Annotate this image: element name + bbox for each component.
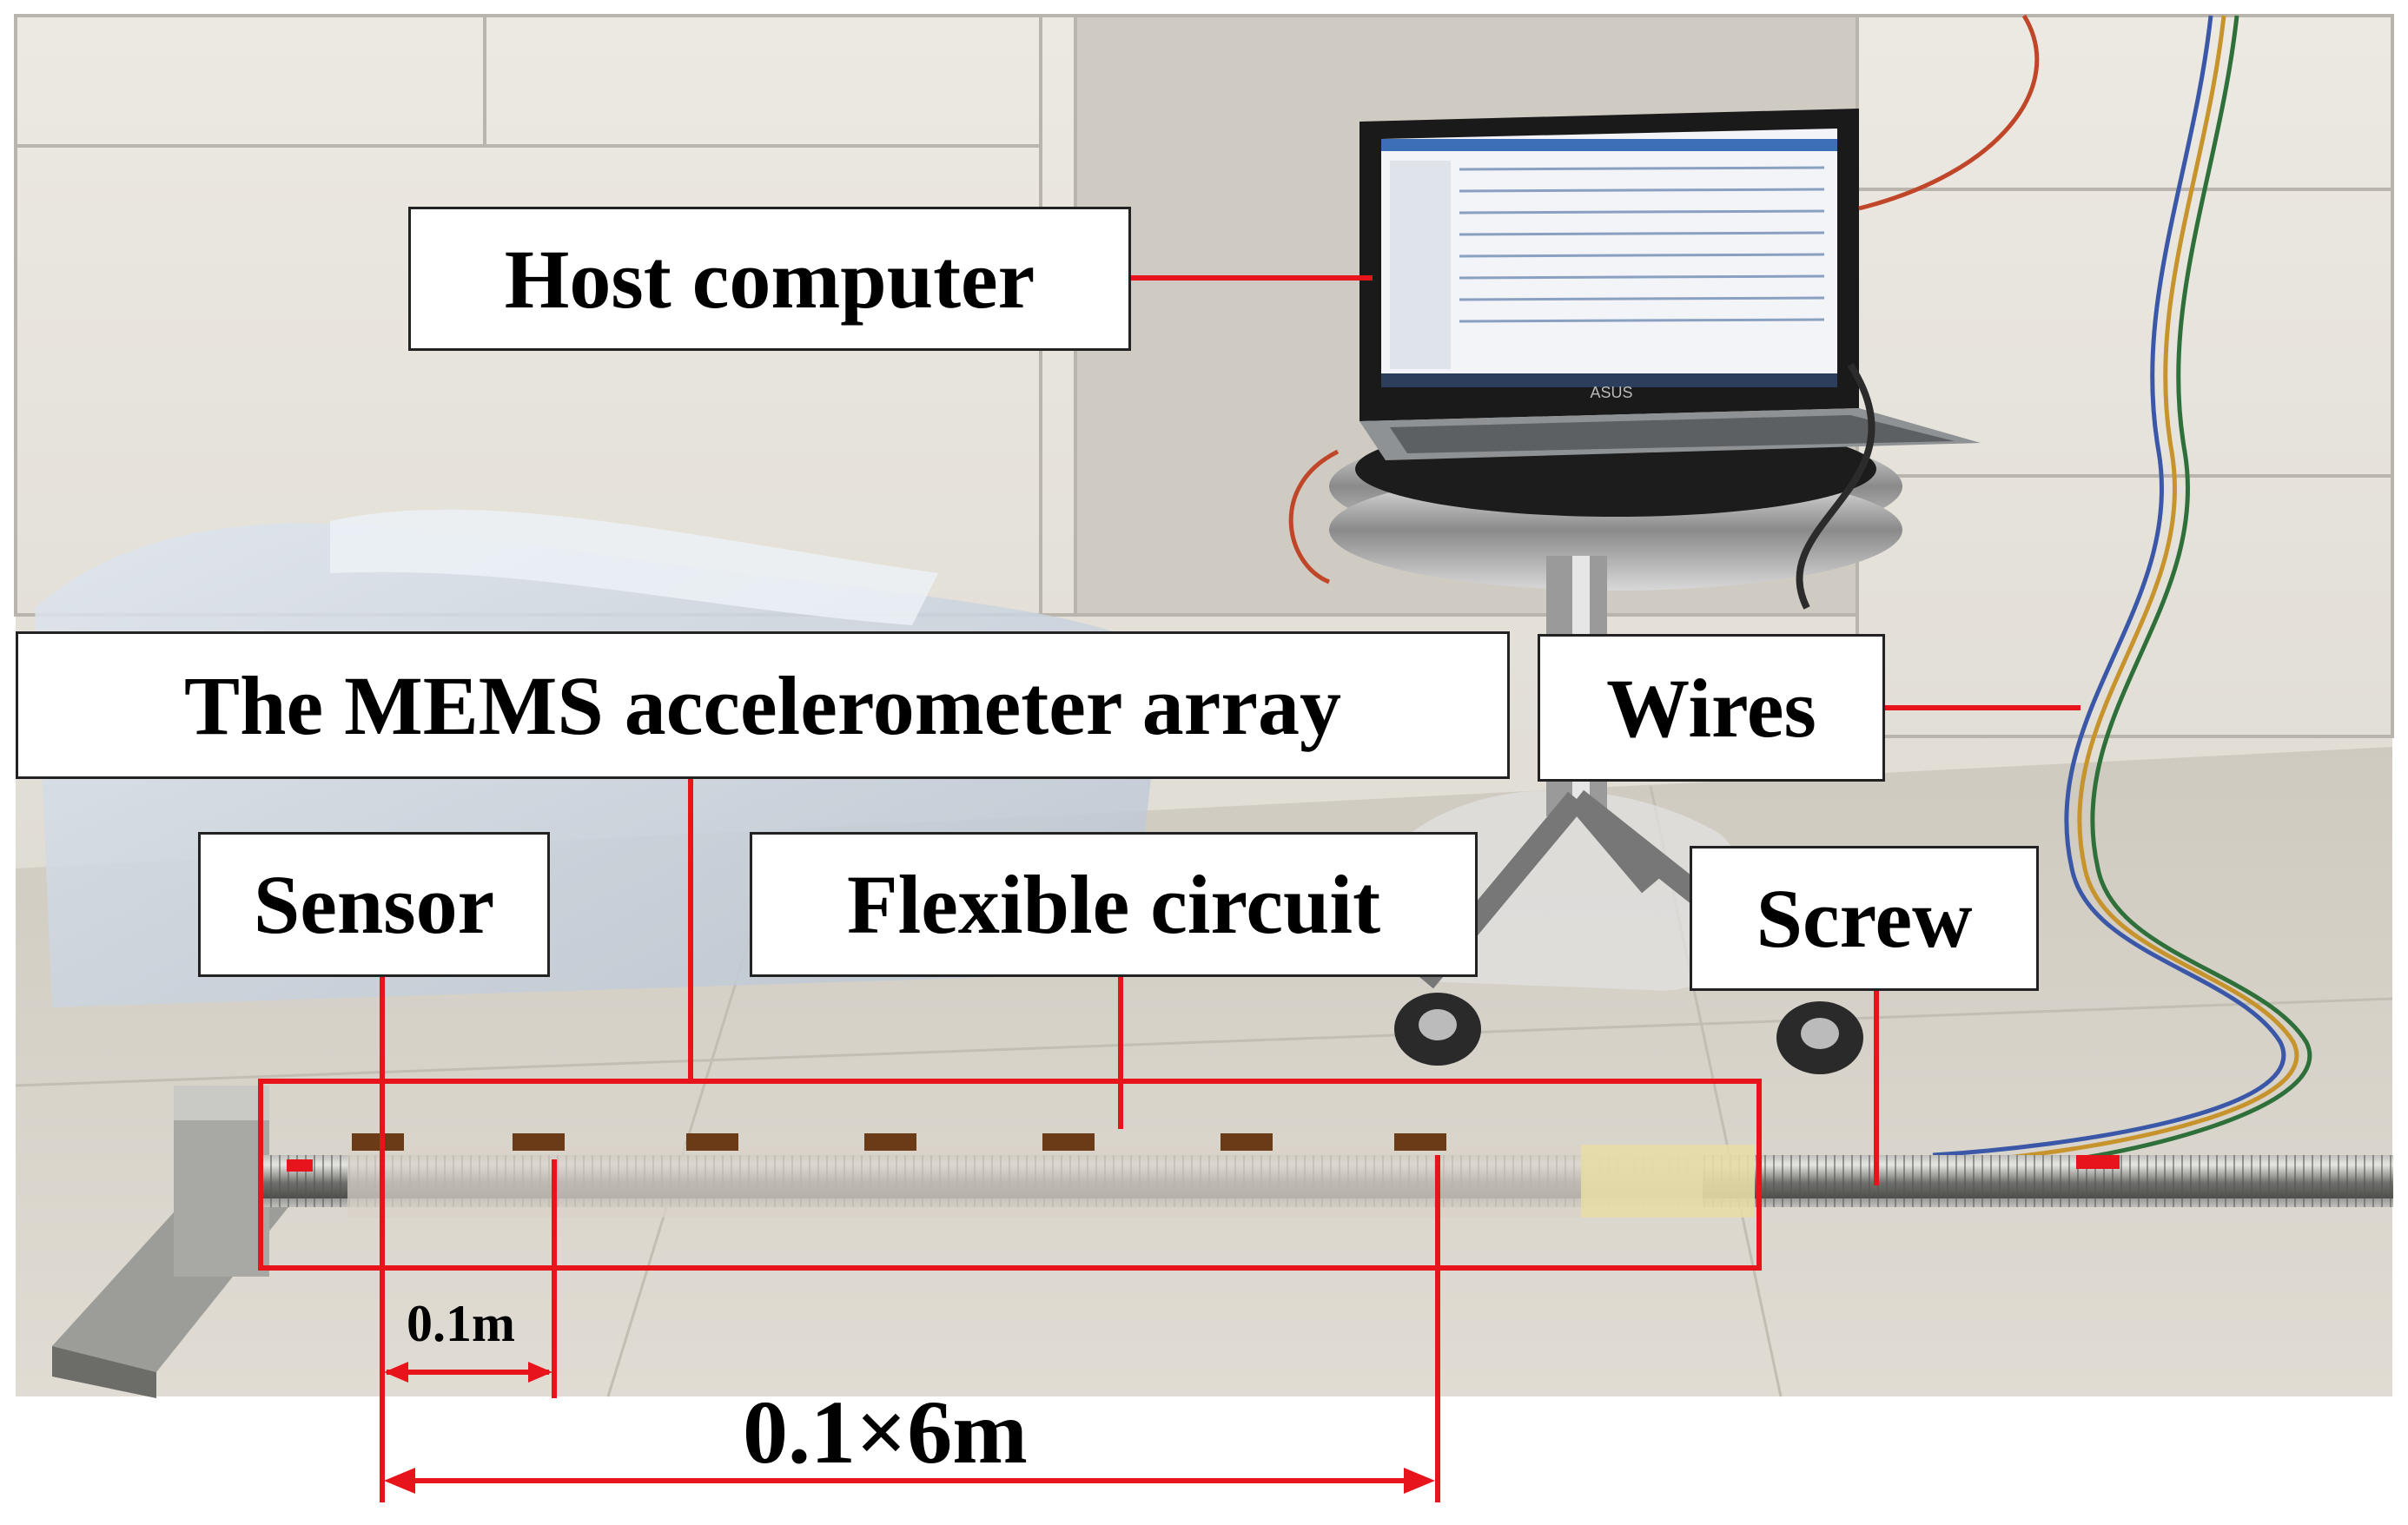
laptop-icon: ASUS xyxy=(1359,109,1981,460)
sensor-chip-icon xyxy=(686,1133,738,1151)
annotation-lines xyxy=(258,275,2081,1502)
label-mems-array: The MEMS accelerometer array xyxy=(16,631,1510,779)
label-wires: Wires xyxy=(1538,634,1885,782)
laptop-brand: ASUS xyxy=(1590,384,1632,401)
label-sensor: Sensor xyxy=(198,832,550,977)
dimension-array-span: 0.1×6m xyxy=(743,1383,1028,1482)
sensor-chip-icon xyxy=(513,1133,565,1151)
dimension-sensor-spacing: 0.1m xyxy=(407,1295,515,1352)
wire-bundle-icon xyxy=(1288,14,2312,1175)
label-host-computer-text: Host computer xyxy=(504,232,1035,326)
sensor-chips xyxy=(352,1133,1446,1151)
sensor-chip-icon xyxy=(864,1133,916,1151)
dimension-arrows xyxy=(384,1362,1435,1494)
label-screw-text: Screw xyxy=(1756,872,1973,965)
label-wires-text: Wires xyxy=(1606,661,1816,755)
array-bounding-box xyxy=(258,1079,1762,1271)
label-sensor-text: Sensor xyxy=(253,858,495,951)
label-screw: Screw xyxy=(1690,846,2039,991)
label-host-computer: Host computer xyxy=(408,207,1131,351)
label-flexible-circuit-text: Flexible circuit xyxy=(846,858,1381,951)
sensor-chip-icon xyxy=(1221,1133,1273,1151)
sensor-chip-icon xyxy=(352,1133,404,1151)
sensor-chip-icon xyxy=(1394,1133,1446,1151)
sensor-chip-icon xyxy=(1042,1133,1095,1151)
bubble-wrap xyxy=(1390,790,1753,991)
flexible-circuit-wrap xyxy=(347,1145,1755,1218)
label-flexible-circuit: Flexible circuit xyxy=(750,832,1478,977)
red-markers xyxy=(287,1155,2120,1172)
label-mems-array-text: The MEMS accelerometer array xyxy=(184,658,1341,752)
